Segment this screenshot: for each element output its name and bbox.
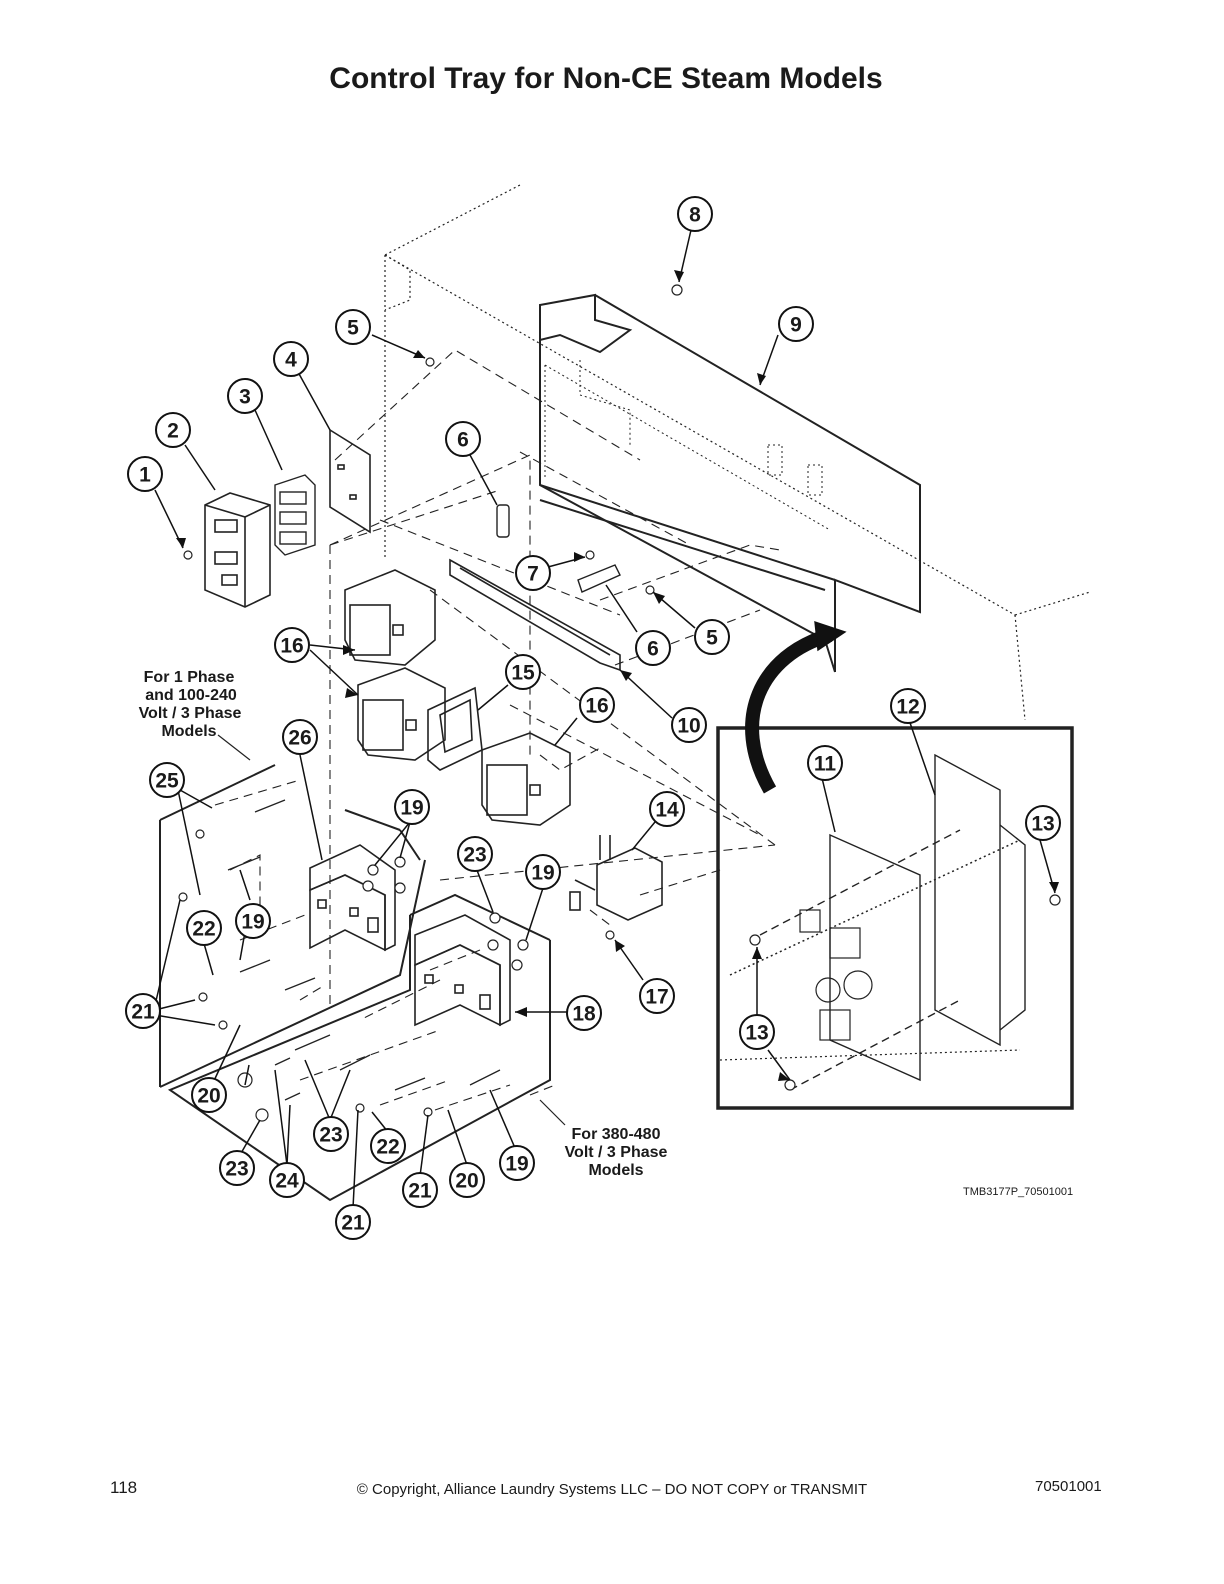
page-title: Control Tray for Non-CE Steam Models (329, 62, 883, 95)
clip-6b (577, 564, 621, 593)
note-three-phase-line-3: Models (588, 1162, 643, 1179)
callout-25: 25 (155, 770, 179, 793)
callout-6: 6 (647, 638, 659, 661)
callout-21: 21 (341, 1212, 365, 1235)
callout-13: 13 (745, 1022, 768, 1045)
fuse-holders (227, 799, 501, 1101)
note-single-phase-line-2: and 100-240 (145, 687, 237, 704)
clip-6a (496, 504, 510, 538)
callout-4: 4 (285, 349, 297, 372)
relay-solenoid (569, 835, 663, 921)
callout-20: 20 (197, 1085, 220, 1108)
callout-1: 1 (139, 464, 151, 487)
note-single-phase-line-4: Models (161, 723, 216, 740)
callout-13: 13 (1031, 813, 1054, 836)
contactor-top (344, 569, 436, 666)
callout-22: 22 (376, 1136, 399, 1159)
figure-code: TMB3177P_70501001 (963, 1186, 1073, 1198)
mounting-plate (329, 428, 371, 534)
text-leader-1phase (217, 734, 251, 761)
three-phase-bracket-frame (167, 893, 551, 1202)
copyright-notice: © Copyright, Alliance Laundry Systems LL… (356, 1481, 868, 1498)
callout-23: 23 (225, 1158, 248, 1181)
callout-circles (125, 196, 1061, 1240)
callout-23: 23 (463, 844, 486, 867)
callout-8: 8 (689, 204, 701, 227)
single-phase-bracket-frame (159, 764, 426, 1088)
callout-19: 19 (505, 1153, 528, 1176)
callout-5: 5 (347, 317, 359, 340)
callout-12: 12 (896, 696, 919, 719)
din-rail (449, 558, 621, 672)
callout-22: 22 (192, 918, 215, 941)
callout-17: 17 (645, 986, 668, 1009)
callout-15: 15 (511, 662, 535, 685)
callout-7: 7 (527, 563, 539, 586)
page-number: 118 (110, 1478, 138, 1497)
control-tray-body (539, 293, 921, 673)
callout-16: 16 (280, 635, 303, 658)
callout-leaders (154, 229, 1056, 1209)
callout-23: 23 (319, 1124, 342, 1147)
terminal-block (274, 474, 316, 556)
callout-21: 21 (131, 1001, 155, 1024)
callout-14: 14 (655, 799, 679, 822)
callout-19: 19 (241, 911, 264, 934)
callout-24: 24 (275, 1170, 299, 1193)
document-number: 70501001 (1035, 1478, 1102, 1495)
callout-19: 19 (400, 797, 423, 820)
cabinet-outline (384, 184, 1091, 721)
note-three-phase-line-1: For 380-480 (572, 1126, 661, 1143)
note-three-phase-line-2: Volt / 3 Phase (565, 1144, 668, 1161)
callout-26: 26 (288, 727, 311, 750)
screws (178, 284, 1061, 1122)
callout-6: 6 (457, 429, 469, 452)
callout-11: 11 (814, 753, 837, 776)
callout-16: 16 (585, 695, 608, 718)
callout-10: 10 (677, 715, 700, 738)
leader-arrowheads (176, 270, 1059, 1081)
callout-5: 5 (706, 627, 718, 650)
contactor-middle (357, 667, 446, 761)
callout-19: 19 (531, 862, 554, 885)
callout-2: 2 (167, 420, 179, 443)
callout-20: 20 (455, 1170, 478, 1193)
control-board-inset (716, 726, 1074, 1110)
contactor-right (481, 732, 571, 826)
terminal-bracket-26 (309, 844, 396, 952)
note-single-phase-line-3: Volt / 3 Phase (139, 705, 242, 722)
text-leader-3phase (539, 1099, 566, 1126)
terminal-bracket-18 (414, 914, 511, 1027)
contactor-adapter (427, 686, 483, 771)
callout-9: 9 (790, 314, 802, 337)
note-single-phase-line-1: For 1 Phase (144, 669, 235, 686)
fuse-holder-housing (204, 492, 271, 608)
callout-3: 3 (239, 386, 251, 409)
callout-18: 18 (572, 1003, 596, 1026)
callout-21: 21 (408, 1180, 432, 1203)
